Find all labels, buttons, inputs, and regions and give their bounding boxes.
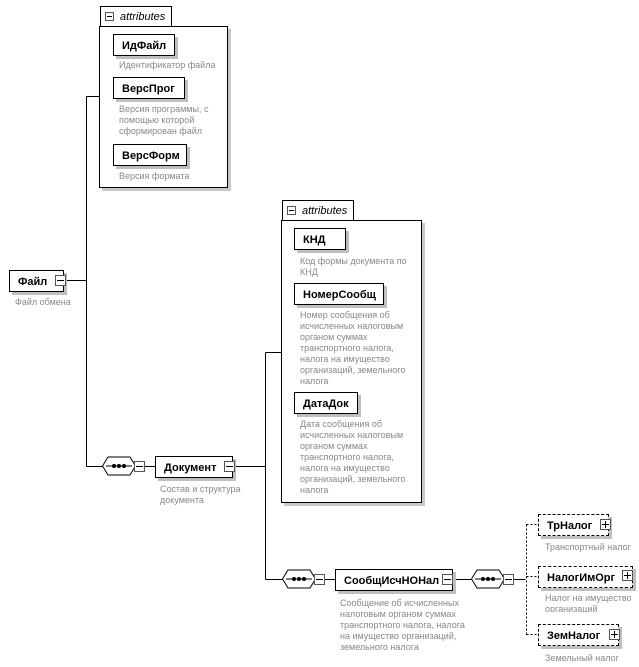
- element-description: Земельный налог: [545, 653, 619, 663]
- attribute-name: КНД: [303, 234, 326, 246]
- attribute-description: Идентификатор файла: [119, 60, 216, 70]
- collapse-icon[interactable]: [105, 12, 114, 21]
- attributes-tab-2[interactable]: attributes: [282, 200, 354, 221]
- attributes-tab-label: attributes: [302, 205, 348, 217]
- attribute-description: Дата сообщения об исчисленных налоговым …: [300, 419, 406, 495]
- element-name: Файл: [18, 276, 48, 288]
- collapse-icon[interactable]: [224, 461, 235, 472]
- attribute-versform[interactable]: ВерсФорм: [113, 144, 187, 166]
- expand-icon[interactable]: [622, 570, 633, 581]
- element-description: Состав и структура документа: [160, 484, 241, 505]
- attribute-nomersoobsch[interactable]: НомерСообщ: [294, 283, 384, 305]
- element-name: СообщИсчНОНал: [344, 575, 440, 587]
- element-name: ТрНалог: [547, 520, 593, 532]
- collapse-icon[interactable]: [442, 574, 453, 585]
- element-soobschisch[interactable]: СообщИсчНОНал: [335, 569, 453, 591]
- expand-icon[interactable]: [600, 519, 611, 530]
- attributes-tab-label: attributes: [120, 11, 166, 23]
- element-name: ЗемНалог: [547, 630, 601, 642]
- attribute-description: Версия программы, с помощью которой сфор…: [119, 104, 209, 136]
- element-name: НалогИмОрг: [547, 572, 616, 584]
- attribute-knd[interactable]: КНД: [294, 228, 346, 250]
- attribute-description: Код формы документа по КНД: [300, 256, 407, 277]
- sequence-icon: [471, 569, 505, 589]
- attributes-group-2: [281, 220, 422, 503]
- collapse-icon[interactable]: [287, 206, 296, 215]
- element-description: Налог на имущество организаций: [545, 593, 632, 612]
- element-description: Транспортный налог: [545, 542, 631, 552]
- element-name: Документ: [164, 462, 217, 474]
- element-description: Сообщение об исчисленных налоговым орган…: [340, 598, 465, 652]
- attribute-versprog[interactable]: ВерсПрог: [113, 77, 185, 99]
- collapse-icon[interactable]: [503, 574, 514, 585]
- sequence-icon: [282, 569, 316, 589]
- attribute-description: Версия формата: [119, 171, 190, 181]
- attribute-description: Номер сообщения об исчисленных налоговым…: [300, 310, 406, 386]
- attributes-tab-1[interactable]: attributes: [100, 6, 172, 27]
- collapse-icon[interactable]: [134, 461, 145, 472]
- element-root-file[interactable]: Файл: [9, 270, 64, 292]
- element-description: Файл обмена: [15, 297, 71, 307]
- attribute-datadok[interactable]: ДатаДок: [294, 392, 358, 414]
- element-trnalog[interactable]: ТрНалог: [538, 514, 609, 536]
- attribute-name: ДатаДок: [303, 398, 349, 410]
- collapse-icon[interactable]: [55, 275, 66, 286]
- attribute-name: ИдФайл: [122, 40, 167, 52]
- attribute-name: ВерсФорм: [122, 150, 180, 162]
- element-zemnalog[interactable]: ЗемНалог: [538, 624, 619, 646]
- sequence-icon: [102, 456, 136, 476]
- attribute-idfile[interactable]: ИдФайл: [113, 34, 175, 56]
- element-nalogimorg[interactable]: НалогИмОрг: [538, 566, 633, 588]
- element-document[interactable]: Документ: [155, 456, 233, 478]
- attribute-name: ВерсПрог: [122, 83, 175, 95]
- collapse-icon[interactable]: [314, 574, 325, 585]
- expand-icon[interactable]: [609, 629, 620, 640]
- attribute-name: НомерСообщ: [303, 289, 376, 301]
